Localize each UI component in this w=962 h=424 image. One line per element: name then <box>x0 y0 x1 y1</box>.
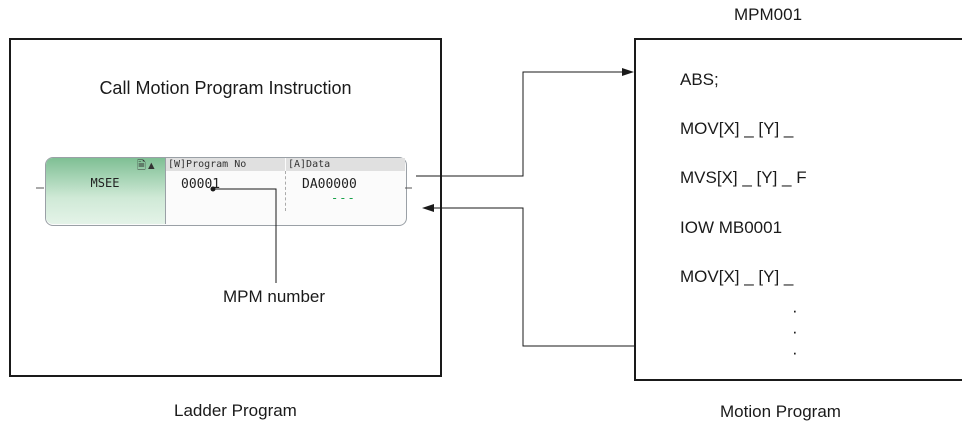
document-icon: 🗎 <box>137 160 146 172</box>
motion-program-box: ABS; MOV[X] _ [Y] _ MVS[X] _ [Y] _ F IOW… <box>634 38 962 381</box>
program-line-4: IOW MB0001 <box>680 218 783 237</box>
motion-program-caption: Motion Program <box>720 402 841 421</box>
ladder-box-title: Call Motion Program Instruction <box>99 78 352 98</box>
continuation-dot: · <box>792 343 798 362</box>
instruction-mnemonic-area <box>46 158 166 224</box>
return-arrowhead <box>422 204 434 212</box>
msee-instruction-block: MSEE 🗎▲ [W]Program No [A]Data 00001 DA00… <box>45 157 407 226</box>
data-unset-dashes: --- <box>331 191 356 205</box>
program-number-value: 00001 <box>181 177 221 192</box>
motion-program-name: MPM001 <box>734 5 803 24</box>
return-arrow <box>432 207 634 347</box>
ladder-program-box: Call Motion Program Instruction MSEE 🗎▲ … <box>9 38 442 377</box>
instruction-mnemonic: MSEE <box>90 176 120 190</box>
program-line-2: MOV[X] _ [Y] _ <box>680 119 794 138</box>
program-number-header: [W]Program No <box>166 158 285 171</box>
ladder-program-caption: Ladder Program <box>174 401 297 420</box>
field-separator <box>285 171 286 211</box>
continuation-dot: · <box>792 322 798 341</box>
mpm-number-callout: MPM number <box>223 287 326 306</box>
call-arrowhead <box>622 68 634 76</box>
data-header: [A]Data <box>286 158 405 171</box>
program-line-5: MOV[X] _ [Y] _ <box>680 267 794 286</box>
program-line-1: ABS; <box>680 70 719 89</box>
triangle-up-icon: ▲ <box>145 160 157 172</box>
call-arrow <box>416 71 624 177</box>
callout-line <box>213 188 277 283</box>
continuation-dot: · <box>792 301 798 320</box>
data-value: DA00000 <box>302 177 357 192</box>
program-line-3: MVS[X] _ [Y] _ F <box>680 168 807 187</box>
